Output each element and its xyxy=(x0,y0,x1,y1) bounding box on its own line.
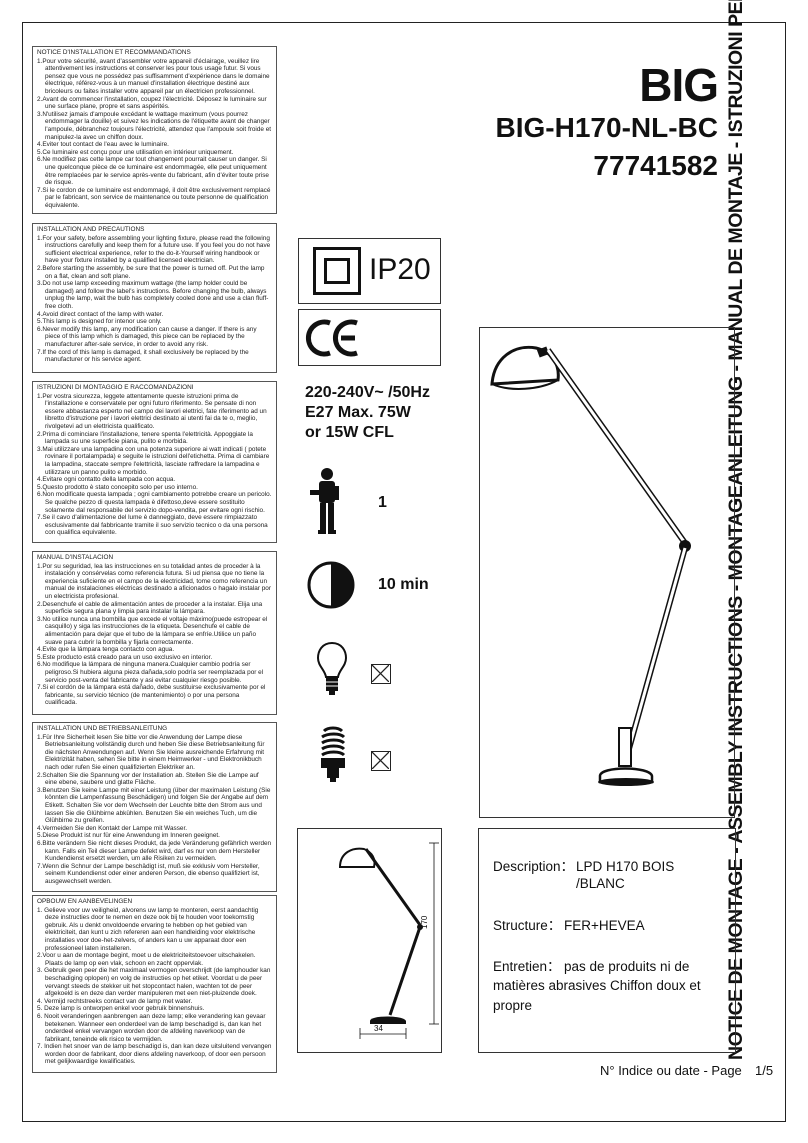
ip-rating-box: IP20 xyxy=(298,238,441,304)
notice-item: 6.Ne modifiez pas cette lampe car tout c… xyxy=(37,156,269,187)
notice-title: NOTICE D'INSTALLATION ET RECOMMANDATIONS xyxy=(37,49,191,56)
notice-item: 7.If the cord of this lamp is damaged, i… xyxy=(37,348,249,364)
notice-item: 3.Mai utilizzare una lampadina con una p… xyxy=(37,445,270,476)
notice-title: OPBOUW EN AANBEVELINGEN xyxy=(37,898,133,905)
notice-item: 2.Prima di cominciare l'installazione, t… xyxy=(37,430,253,446)
notice-item: 5.Diese Produkt ist nur für eine Anwendu… xyxy=(37,832,220,840)
persons-count: 1 xyxy=(378,494,387,511)
cfl-not-included-box xyxy=(371,751,391,771)
notice-item: 3.Benutzen Sie keine Lampe mit einer Lei… xyxy=(37,786,271,825)
voltage-spec: 220-240V~ /50Hz xyxy=(305,384,430,401)
entretien-value-2: matières abrasives Chiffon doux et xyxy=(493,978,701,993)
notice-title: INSTALLATION AND PRECAUTIONS xyxy=(37,226,145,233)
notice-item: 5.Ce luminaire est conçu pour une utilis… xyxy=(37,148,234,156)
notice-item: 4.Evite que la lámpara tenga contacto co… xyxy=(37,646,175,654)
notice-item: 5.Questo prodotto è stato concepito solo… xyxy=(37,483,198,491)
notice-item: 3.No utilice nunca una bombilla que exce… xyxy=(37,615,268,646)
entretien-value-1: pas de produits ni de xyxy=(564,959,690,974)
footer-label: N° Indice ou date - Page xyxy=(600,1063,742,1078)
notice-item: 3. Gebruik geen peer die het maximaal ve… xyxy=(37,967,271,998)
lamp-illustration-box xyxy=(479,327,735,818)
notice-item: 7.Se il cavo d'alimentazione del lume è … xyxy=(37,514,268,537)
description-label: Description： xyxy=(493,859,575,874)
notice-item: 7. Indien het snoer van de lamp beschadi… xyxy=(37,1043,272,1066)
assembly-time: 10 min xyxy=(378,576,429,593)
page-frame xyxy=(22,22,786,1122)
notice-item: 7.Wenn die Schnur der Lampe beschädigt i… xyxy=(37,862,260,885)
notice-item: 7.Si le cordon de ce luminaire est endom… xyxy=(37,186,271,209)
description-value-1: LPD H170 BOIS xyxy=(576,859,675,874)
notice-item: 5.Este producto está creado para un uso … xyxy=(37,653,213,661)
notice-item: 1.Por su seguridad, lea las instruccione… xyxy=(37,562,271,600)
notice-item: 6.Never modify this lamp, any modificati… xyxy=(37,325,257,348)
incandescent-bulb-icon xyxy=(316,641,348,695)
notice-fr: NOTICE D'INSTALLATION ET RECOMMANDATIONS… xyxy=(32,46,277,214)
notice-item: 1.Per vostra sicurezza, leggete attentam… xyxy=(37,392,267,430)
brand-reference: BIG-H170-NL-BC xyxy=(495,112,718,143)
page-number: 1/5 xyxy=(755,1063,774,1078)
dimension-drawing-box: 170 34 xyxy=(297,828,442,1053)
notice-item: 2.Schalten Sie die Spannung vor der Inst… xyxy=(37,771,259,787)
notice-item: 3.Do not use lamp exceeding maximum watt… xyxy=(37,280,269,310)
electrical-specs: 220-240V~ /50Hz E27 Max. 75W or 15W CFL xyxy=(305,383,430,443)
dimension-drawing xyxy=(338,842,439,1039)
notice-item: 1. Gelieve voor uw veiligheid, alvorens … xyxy=(37,906,259,952)
notice-item: 7.Si el cordón de la lámpara está dañado… xyxy=(37,684,266,707)
brand-name: BIG xyxy=(639,59,719,111)
ip-rating-label: IP20 xyxy=(369,253,431,286)
base-dimension: 34 xyxy=(374,1024,383,1033)
notice-item: 6.No modifique la lámpara de ninguna man… xyxy=(37,661,264,684)
entretien-value-3: propre xyxy=(493,998,533,1013)
height-dimension: 170 xyxy=(420,915,429,929)
incandescent-not-included-box xyxy=(371,664,391,684)
notice-item: 4.Eviter tout contact de l'eau avec le l… xyxy=(37,141,169,149)
notice-item: 1.Für Ihre Sicherheit lesen Sie bitte vo… xyxy=(37,733,265,771)
brand-code: 77741582 xyxy=(593,150,718,181)
cfl-bulb-icon xyxy=(321,726,346,782)
notice-item: 6. Nooit veranderingen aanbrengen aan de… xyxy=(37,1012,266,1043)
notice-item: 1.For your safety, before assembling you… xyxy=(37,234,271,265)
structure-value: FER+HEVEA xyxy=(564,918,645,933)
notice-item: 3.N'utilisez jamais d'ampoule excédant l… xyxy=(37,110,272,141)
description-value-2: /BLANC xyxy=(576,876,625,891)
notice-item: 4.Evitare ogni contatto della lampada co… xyxy=(37,476,176,484)
notice-item: 2.Desenchufe el cable de alimentación an… xyxy=(37,600,263,616)
notice-item: 1.Pour votre sécurité, avant d'assembler… xyxy=(37,57,270,95)
notice-item: 2.Avant de commencer l'installation, cou… xyxy=(37,95,267,111)
ce-mark-icon xyxy=(306,319,358,357)
person-icon xyxy=(310,468,339,534)
bulb-spec: E27 Max. 75W xyxy=(305,404,411,421)
floor-lamp-illustration xyxy=(490,345,691,786)
notice-item: 5.This lamp is designed for intenor use … xyxy=(37,318,162,326)
notice-title: MANUAL D'INSTALACION xyxy=(37,554,114,561)
notice-item: 4.Vermeiden Sie den Kontakt der Lampe mi… xyxy=(37,824,188,832)
notice-it: ISTRUZIONI DI MONTAGGIO E RACCOMANDAZION… xyxy=(32,381,277,543)
notice-item: 2.Voor u aan de montage begint, moet u d… xyxy=(37,952,256,967)
notice-item: 6.Bitte verändern Sie nicht dieses Produ… xyxy=(37,839,272,863)
clock-icon xyxy=(307,561,355,609)
notice-title: ISTRUZIONI DI MONTAGGIO E RACCOMANDAZION… xyxy=(37,384,194,391)
notice-item: 2.Before starting the assembly, be sure … xyxy=(37,264,265,280)
entretien-label: Entretien： xyxy=(493,959,561,974)
structure-label: Structure： xyxy=(493,918,562,933)
notice-item: 5. Deze lamp is ontworpen enkel voor geb… xyxy=(37,1005,205,1013)
notice-item: 4.Avoid direct contact of the lamp with … xyxy=(37,310,164,318)
notice-item: 4. Vermijd rechtstreeks contact van de l… xyxy=(37,997,193,1005)
cfl-spec: or 15W CFL xyxy=(305,424,394,441)
ce-mark-box xyxy=(298,309,441,366)
double-square-icon xyxy=(313,247,361,295)
notice-title: INSTALLATION UND BETRIEBSANLEITUNG xyxy=(37,725,168,732)
product-info-box xyxy=(478,828,736,1053)
notice-item: 6.Non modificate questa lampada ; ogni c… xyxy=(37,491,272,514)
